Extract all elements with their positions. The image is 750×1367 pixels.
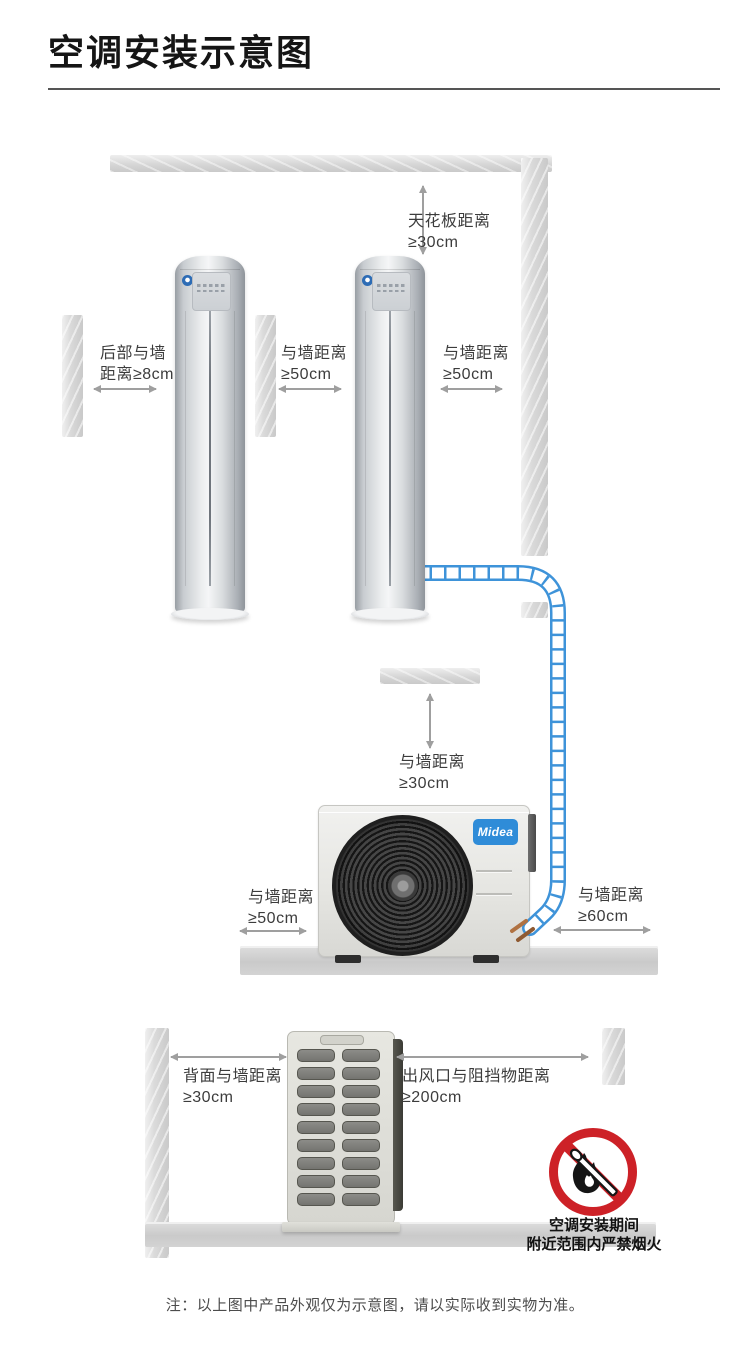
fan-grille xyxy=(332,815,473,956)
vent-slot xyxy=(342,1192,380,1206)
vent-slot xyxy=(342,1138,380,1153)
door-seam xyxy=(209,311,211,586)
wall-distance-arrow-left xyxy=(279,388,341,390)
label-line: 出风口与阻挡物距离 xyxy=(402,1068,551,1085)
label-line: 背面与墙距离 xyxy=(183,1068,283,1085)
vent-slot xyxy=(342,1156,380,1171)
vent-slot xyxy=(297,1138,335,1153)
vent-slot xyxy=(297,1084,335,1099)
vent-slot xyxy=(297,1192,335,1206)
vent-slot xyxy=(342,1174,380,1189)
label-line: 与墙距离 xyxy=(281,345,348,362)
no-open-flame-icon xyxy=(549,1128,637,1216)
label-line: ≥30cm xyxy=(408,234,459,251)
vent-slot xyxy=(297,1156,335,1171)
vent-grid xyxy=(297,1049,380,1206)
outdoor-right-distance-label: 与墙距离 ≥60cm xyxy=(578,885,644,927)
unit-pedestal xyxy=(171,608,249,620)
label-line: ≥60cm xyxy=(578,908,629,925)
label-line: ≥50cm xyxy=(281,366,332,383)
outdoor-unit-front: Midea xyxy=(318,805,536,963)
label-line: 天花板距离 xyxy=(408,213,491,230)
side-panel-dark xyxy=(393,1039,403,1211)
label-line: 与墙距离 xyxy=(248,889,315,906)
control-panel xyxy=(372,272,411,311)
rear-wall-distance-arrow xyxy=(94,388,156,390)
midea-logo: Midea xyxy=(473,819,518,845)
vent-slot xyxy=(342,1066,380,1081)
vent-slot xyxy=(342,1049,380,1063)
footnote: 注：以上图中产品外观仅为示意图，请以实际收到实物为准。 xyxy=(165,1297,585,1314)
carry-handle xyxy=(320,1035,364,1045)
left-wall-bottom xyxy=(145,1028,169,1258)
vent-slot xyxy=(297,1174,335,1189)
unit-cap-seam xyxy=(180,269,240,270)
side-bracket xyxy=(528,814,536,872)
page-title: 空调安装示意图 xyxy=(48,32,315,73)
outlet-distance-arrow xyxy=(397,1056,588,1058)
label-line: ≥30cm xyxy=(183,1089,234,1106)
right-wall-bottom xyxy=(602,1028,625,1085)
label-line: 与墙距离 xyxy=(443,345,510,362)
vent-slot xyxy=(342,1084,380,1099)
label-line: 与墙距离 xyxy=(399,754,466,771)
unit-cap-seam xyxy=(360,269,420,270)
control-panel xyxy=(192,272,231,311)
wall-distance-label-left: 与墙距离 ≥50cm xyxy=(281,343,347,385)
outdoor-right-distance-arrow xyxy=(554,929,650,931)
indoor-unit-1 xyxy=(171,256,249,620)
vent-slat xyxy=(476,893,512,895)
vent-slot xyxy=(297,1120,335,1135)
vent-slot xyxy=(342,1102,380,1117)
warning-line: 空调安装期间 xyxy=(548,1217,639,1234)
refrigerant-pipe xyxy=(407,565,566,942)
front-door-panel xyxy=(185,311,235,586)
outlet-distance-label: 出风口与阻挡物距离 ≥200cm xyxy=(402,1066,551,1108)
label-line: ≥200cm xyxy=(402,1089,462,1106)
floor-bottom xyxy=(145,1222,656,1247)
outdoor-unit-rear xyxy=(282,1031,403,1232)
ceiling-distance-arrow xyxy=(422,186,424,254)
fan-hub xyxy=(387,870,418,901)
vent-slot xyxy=(342,1120,380,1135)
wall-stub-above-outdoor xyxy=(380,668,480,684)
outdoor-left-distance-label: 与墙距离 ≥50cm xyxy=(248,887,314,929)
label-line: 后部与墙 xyxy=(100,345,167,362)
ceiling-distance-label: 天花板距离 ≥30cm xyxy=(408,211,491,253)
vent-slot xyxy=(297,1066,335,1081)
indoor-unit-2 xyxy=(351,256,429,620)
unit-pedestal xyxy=(351,608,429,620)
label-line: ≥30cm xyxy=(399,775,450,792)
right-wall-upper xyxy=(521,158,548,556)
rear-wall-distance-label: 后部与墙 距离≥8cm xyxy=(100,343,174,385)
outdoor-left-distance-arrow xyxy=(240,930,306,932)
unit-foot xyxy=(473,955,499,963)
vent-slat xyxy=(476,870,512,872)
warning-text: 空调安装期间 附近范围内严禁烟火 xyxy=(498,1216,690,1254)
label-line: 距离≥8cm xyxy=(100,366,175,383)
label-line: ≥50cm xyxy=(248,910,299,927)
outdoor-top-distance-label: 与墙距离 ≥30cm xyxy=(399,752,465,794)
vent-slot xyxy=(297,1102,335,1117)
base-plate xyxy=(282,1222,400,1232)
back-wall-distance-label: 背面与墙距离 ≥30cm xyxy=(183,1066,282,1108)
midea-badge-icon xyxy=(182,275,193,286)
ceiling xyxy=(110,155,552,172)
unit-foot xyxy=(335,955,361,963)
warning-line: 附近范围内严禁烟火 xyxy=(526,1236,662,1253)
label-line: 与墙距离 xyxy=(578,887,645,904)
midea-badge-icon xyxy=(362,275,373,286)
door-seam xyxy=(389,311,391,586)
wall-segment-middle xyxy=(255,315,276,437)
right-wall-below-pipe xyxy=(521,602,548,618)
label-line: ≥50cm xyxy=(443,366,494,383)
outdoor-top-distance-arrow xyxy=(429,694,431,748)
front-door-panel xyxy=(365,311,415,586)
wall-segment-left xyxy=(62,315,83,437)
wall-distance-label-right: 与墙距离 ≥50cm xyxy=(443,343,509,385)
vent-slot xyxy=(297,1049,335,1063)
back-wall-distance-arrow xyxy=(171,1056,286,1058)
title-divider xyxy=(48,88,720,90)
wall-distance-arrow-right xyxy=(441,388,502,390)
